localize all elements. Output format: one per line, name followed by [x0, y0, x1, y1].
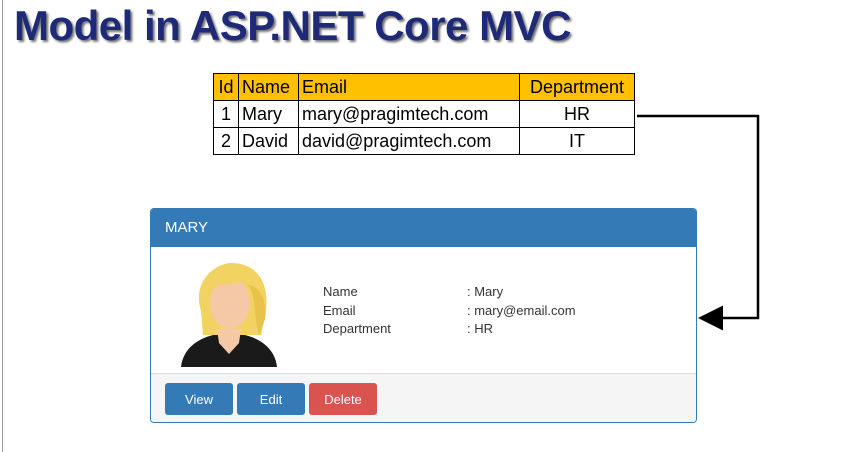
detail-values: : Mary : mary@email.com : HR [467, 283, 576, 339]
view-button[interactable]: View [165, 383, 233, 415]
cell-email: david@pragimtech.com [298, 127, 520, 155]
employee-card: MARY Name Email Department : Mary : mary… [150, 208, 697, 423]
column-header-email: Email [298, 73, 520, 101]
card-body: Name Email Department : Mary : mary@emai… [151, 247, 696, 373]
cell-department: HR [519, 100, 635, 128]
female-avatar-icon [181, 262, 277, 367]
delete-button[interactable]: Delete [309, 383, 377, 415]
table-header-row: Id Name Email Department [213, 73, 635, 101]
table-row: 1 Mary mary@pragimtech.com HR [213, 100, 635, 128]
cell-name: David [238, 127, 299, 155]
cell-id: 1 [213, 100, 239, 128]
slide-title: Model in ASP.NET Core MVC [14, 2, 571, 49]
value-name: : Mary [467, 284, 504, 299]
card-header-title: MARY [151, 209, 696, 247]
cell-id: 2 [213, 127, 239, 155]
column-header-department: Department [519, 73, 635, 101]
label-department: Department [323, 321, 391, 336]
column-header-id: Id [213, 73, 239, 101]
edit-button[interactable]: Edit [237, 383, 305, 415]
left-border-line [2, 0, 3, 452]
value-email: : mary@email.com [467, 302, 576, 318]
employees-table: Id Name Email Department 1 Mary mary@pra… [213, 73, 635, 155]
value-department: : HR [467, 321, 493, 336]
card-footer: View Edit Delete [151, 373, 696, 422]
detail-labels: Name Email Department [323, 283, 391, 339]
cell-department: IT [519, 127, 635, 155]
label-email: Email [323, 302, 356, 318]
table-row: 2 David david@pragimtech.com IT [213, 127, 635, 155]
label-name: Name [323, 284, 358, 299]
column-header-name: Name [238, 73, 299, 101]
